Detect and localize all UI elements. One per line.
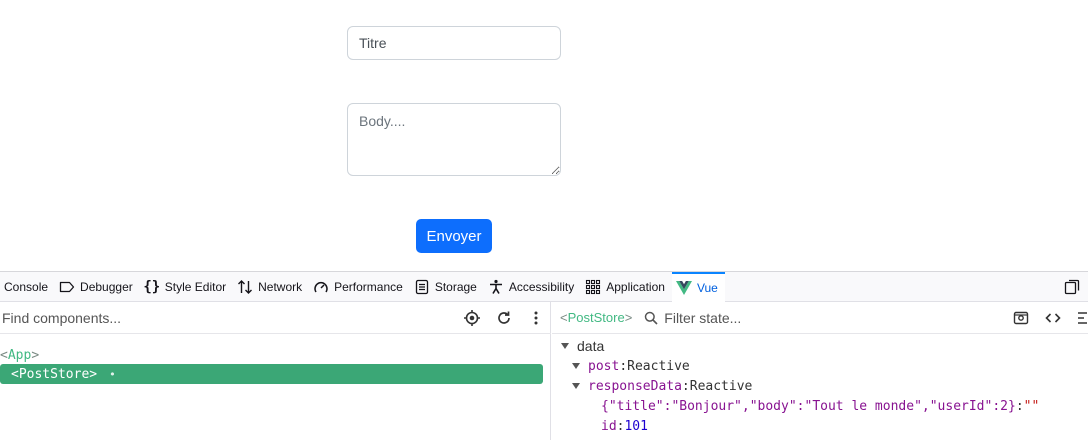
tab-label: Console (4, 279, 49, 294)
dock-toggle-icon[interactable] (1064, 279, 1080, 295)
debugger-icon (59, 279, 75, 295)
scroll-to-component-icon[interactable] (1012, 309, 1030, 327)
inspector-toolbar: <PostStore> (552, 302, 1088, 334)
page-content: Envoyer (347, 26, 561, 253)
tab-label: Storage (434, 279, 477, 294)
code-icon[interactable] (1044, 309, 1062, 327)
title-input[interactable] (347, 26, 561, 60)
component-name: App (7, 348, 32, 363)
find-components-input[interactable] (0, 303, 420, 332)
accessibility-icon (488, 279, 504, 295)
tab-console[interactable]: Console (0, 272, 55, 302)
state-row-json[interactable]: {"title":"Bonjour","body":"Tout le monde… (601, 398, 1040, 414)
tab-label: Application (606, 279, 665, 294)
tab-storage[interactable]: Storage (410, 272, 484, 302)
tab-application[interactable]: Application (581, 272, 672, 302)
tab-label: Vue (696, 280, 718, 295)
component-name: PostStore (18, 366, 90, 382)
tab-label: Style Editor (164, 279, 227, 294)
expand-triangle-icon (561, 343, 569, 349)
collapse-menu-icon[interactable] (1076, 309, 1088, 327)
tab-vue[interactable]: Vue (671, 271, 725, 302)
expand-triangle-icon (572, 363, 580, 369)
tab-label: Accessibility (508, 279, 575, 294)
crosshair-icon[interactable] (463, 309, 481, 327)
state-row-responsedata[interactable]: responseData: Reactive (552, 376, 1088, 396)
tab-accessibility[interactable]: Accessibility (484, 272, 581, 302)
grid-icon (585, 279, 601, 295)
more-vertical-icon[interactable] (527, 309, 545, 327)
tab-debugger[interactable]: Debugger (55, 272, 140, 302)
state-tree: data post: Reactive responseData: Reacti… (552, 336, 1088, 436)
components-pane: <App> <PostStore> • (0, 302, 551, 440)
expand-triangle-icon (572, 383, 580, 389)
tab-performance[interactable]: Performance (309, 272, 410, 302)
tab-label: Performance (334, 279, 403, 294)
tab-label: Debugger (80, 279, 133, 294)
devtools-panel: Console Debugger {} Style Editor Network… (0, 271, 1088, 440)
tree-item-poststore[interactable]: <PostStore> • (0, 364, 543, 384)
state-section-data[interactable]: data (552, 336, 1088, 356)
braces-icon: {} (143, 278, 161, 295)
state-row-post[interactable]: post: Reactive (552, 356, 1088, 376)
submit-button[interactable]: Envoyer (416, 219, 492, 253)
selected-component-tag: <PostStore> (560, 310, 633, 325)
tree-item-app[interactable]: <App> (0, 348, 40, 363)
vue-logo-icon (675, 280, 692, 296)
network-arrows-icon (237, 279, 253, 295)
gauge-icon (313, 279, 329, 295)
search-icon (644, 311, 658, 325)
body-textarea[interactable] (347, 103, 561, 176)
tab-label: Network (258, 279, 303, 294)
tab-network[interactable]: Network (233, 272, 309, 302)
filter-state-input[interactable] (664, 303, 965, 332)
refresh-icon[interactable] (495, 309, 513, 327)
state-row-id[interactable]: id: 101 (601, 418, 648, 434)
component-tree: <App> <PostStore> • (0, 346, 551, 384)
tab-style-editor[interactable]: {} Style Editor (140, 272, 233, 302)
state-inspector-pane: <PostStore> data (552, 302, 1088, 440)
components-toolbar (0, 302, 551, 334)
devtools-tabbar: Console Debugger {} Style Editor Network… (0, 271, 1088, 302)
bullet-icon: • (109, 367, 116, 381)
storage-icon (414, 279, 430, 295)
